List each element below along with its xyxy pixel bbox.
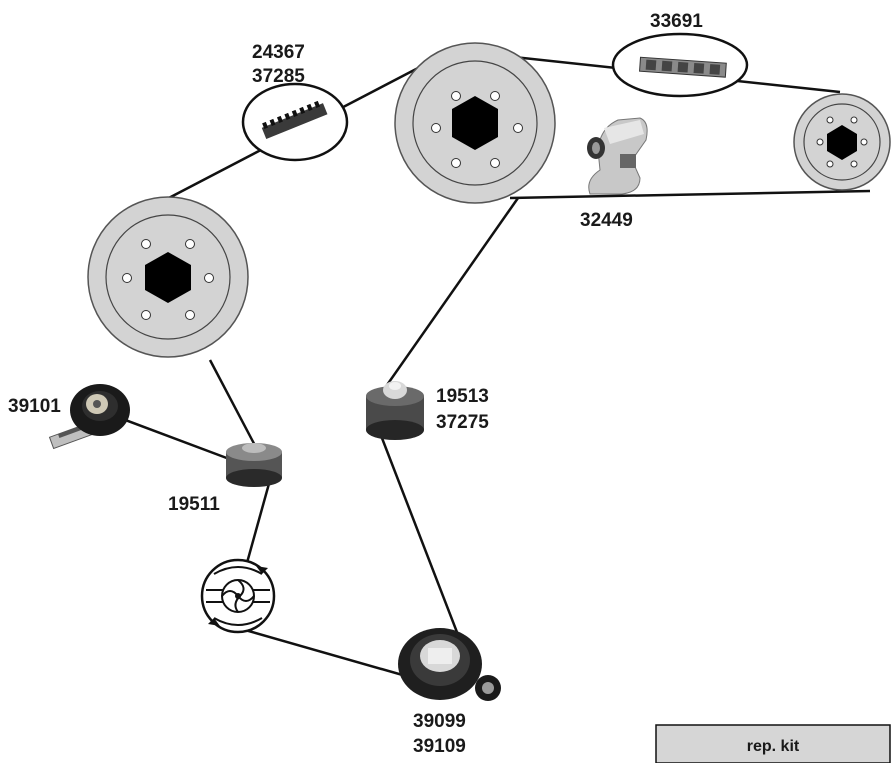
tensioner-link bbox=[119, 416, 233, 462]
label-37275: 37275 bbox=[436, 412, 489, 433]
belt-segment bbox=[373, 419, 462, 641]
belt-segment bbox=[237, 626, 421, 682]
timing-belt-icon bbox=[639, 56, 727, 78]
rep-kit-label: rep. kit bbox=[747, 738, 800, 755]
label-19513: 19513 bbox=[436, 386, 489, 407]
label-37285: 37285 bbox=[252, 66, 305, 87]
part-labels: 24367 37285 33691 32449 39101 19511 1951… bbox=[8, 11, 703, 757]
hex-bolt-icon bbox=[145, 252, 191, 303]
hex-bolt-icon bbox=[452, 96, 498, 150]
label-19511: 19511 bbox=[168, 494, 220, 515]
locking-tool-icon bbox=[587, 117, 648, 195]
crank-sprocket bbox=[398, 628, 501, 701]
secondary-pulley bbox=[87, 196, 249, 358]
hex-bolt-icon bbox=[827, 125, 857, 160]
belt-lines bbox=[119, 53, 871, 682]
belt-callout-left bbox=[241, 82, 349, 162]
label-39099: 39099 bbox=[413, 711, 466, 732]
label-24367: 24367 bbox=[252, 42, 305, 63]
label-33691: 33691 bbox=[650, 11, 703, 32]
belt-segment bbox=[243, 479, 272, 571]
tensioner-pulley bbox=[48, 384, 130, 450]
belt-segment bbox=[208, 359, 262, 456]
idler-pulley-left bbox=[226, 443, 282, 487]
injection-pump-pulley bbox=[793, 93, 891, 191]
idler-pulley-right bbox=[366, 381, 424, 440]
rep-kit-box: rep. kit bbox=[655, 724, 891, 763]
camshaft-pulley bbox=[394, 42, 556, 204]
water-pump-icon bbox=[200, 558, 276, 634]
timing-belt-icon bbox=[261, 100, 328, 139]
label-39101: 39101 bbox=[8, 396, 61, 417]
belt-segment bbox=[378, 197, 520, 396]
label-32449: 32449 bbox=[580, 210, 633, 231]
belt-callout-right bbox=[611, 32, 749, 98]
belt-segment bbox=[509, 189, 871, 200]
label-39109: 39109 bbox=[413, 736, 466, 757]
